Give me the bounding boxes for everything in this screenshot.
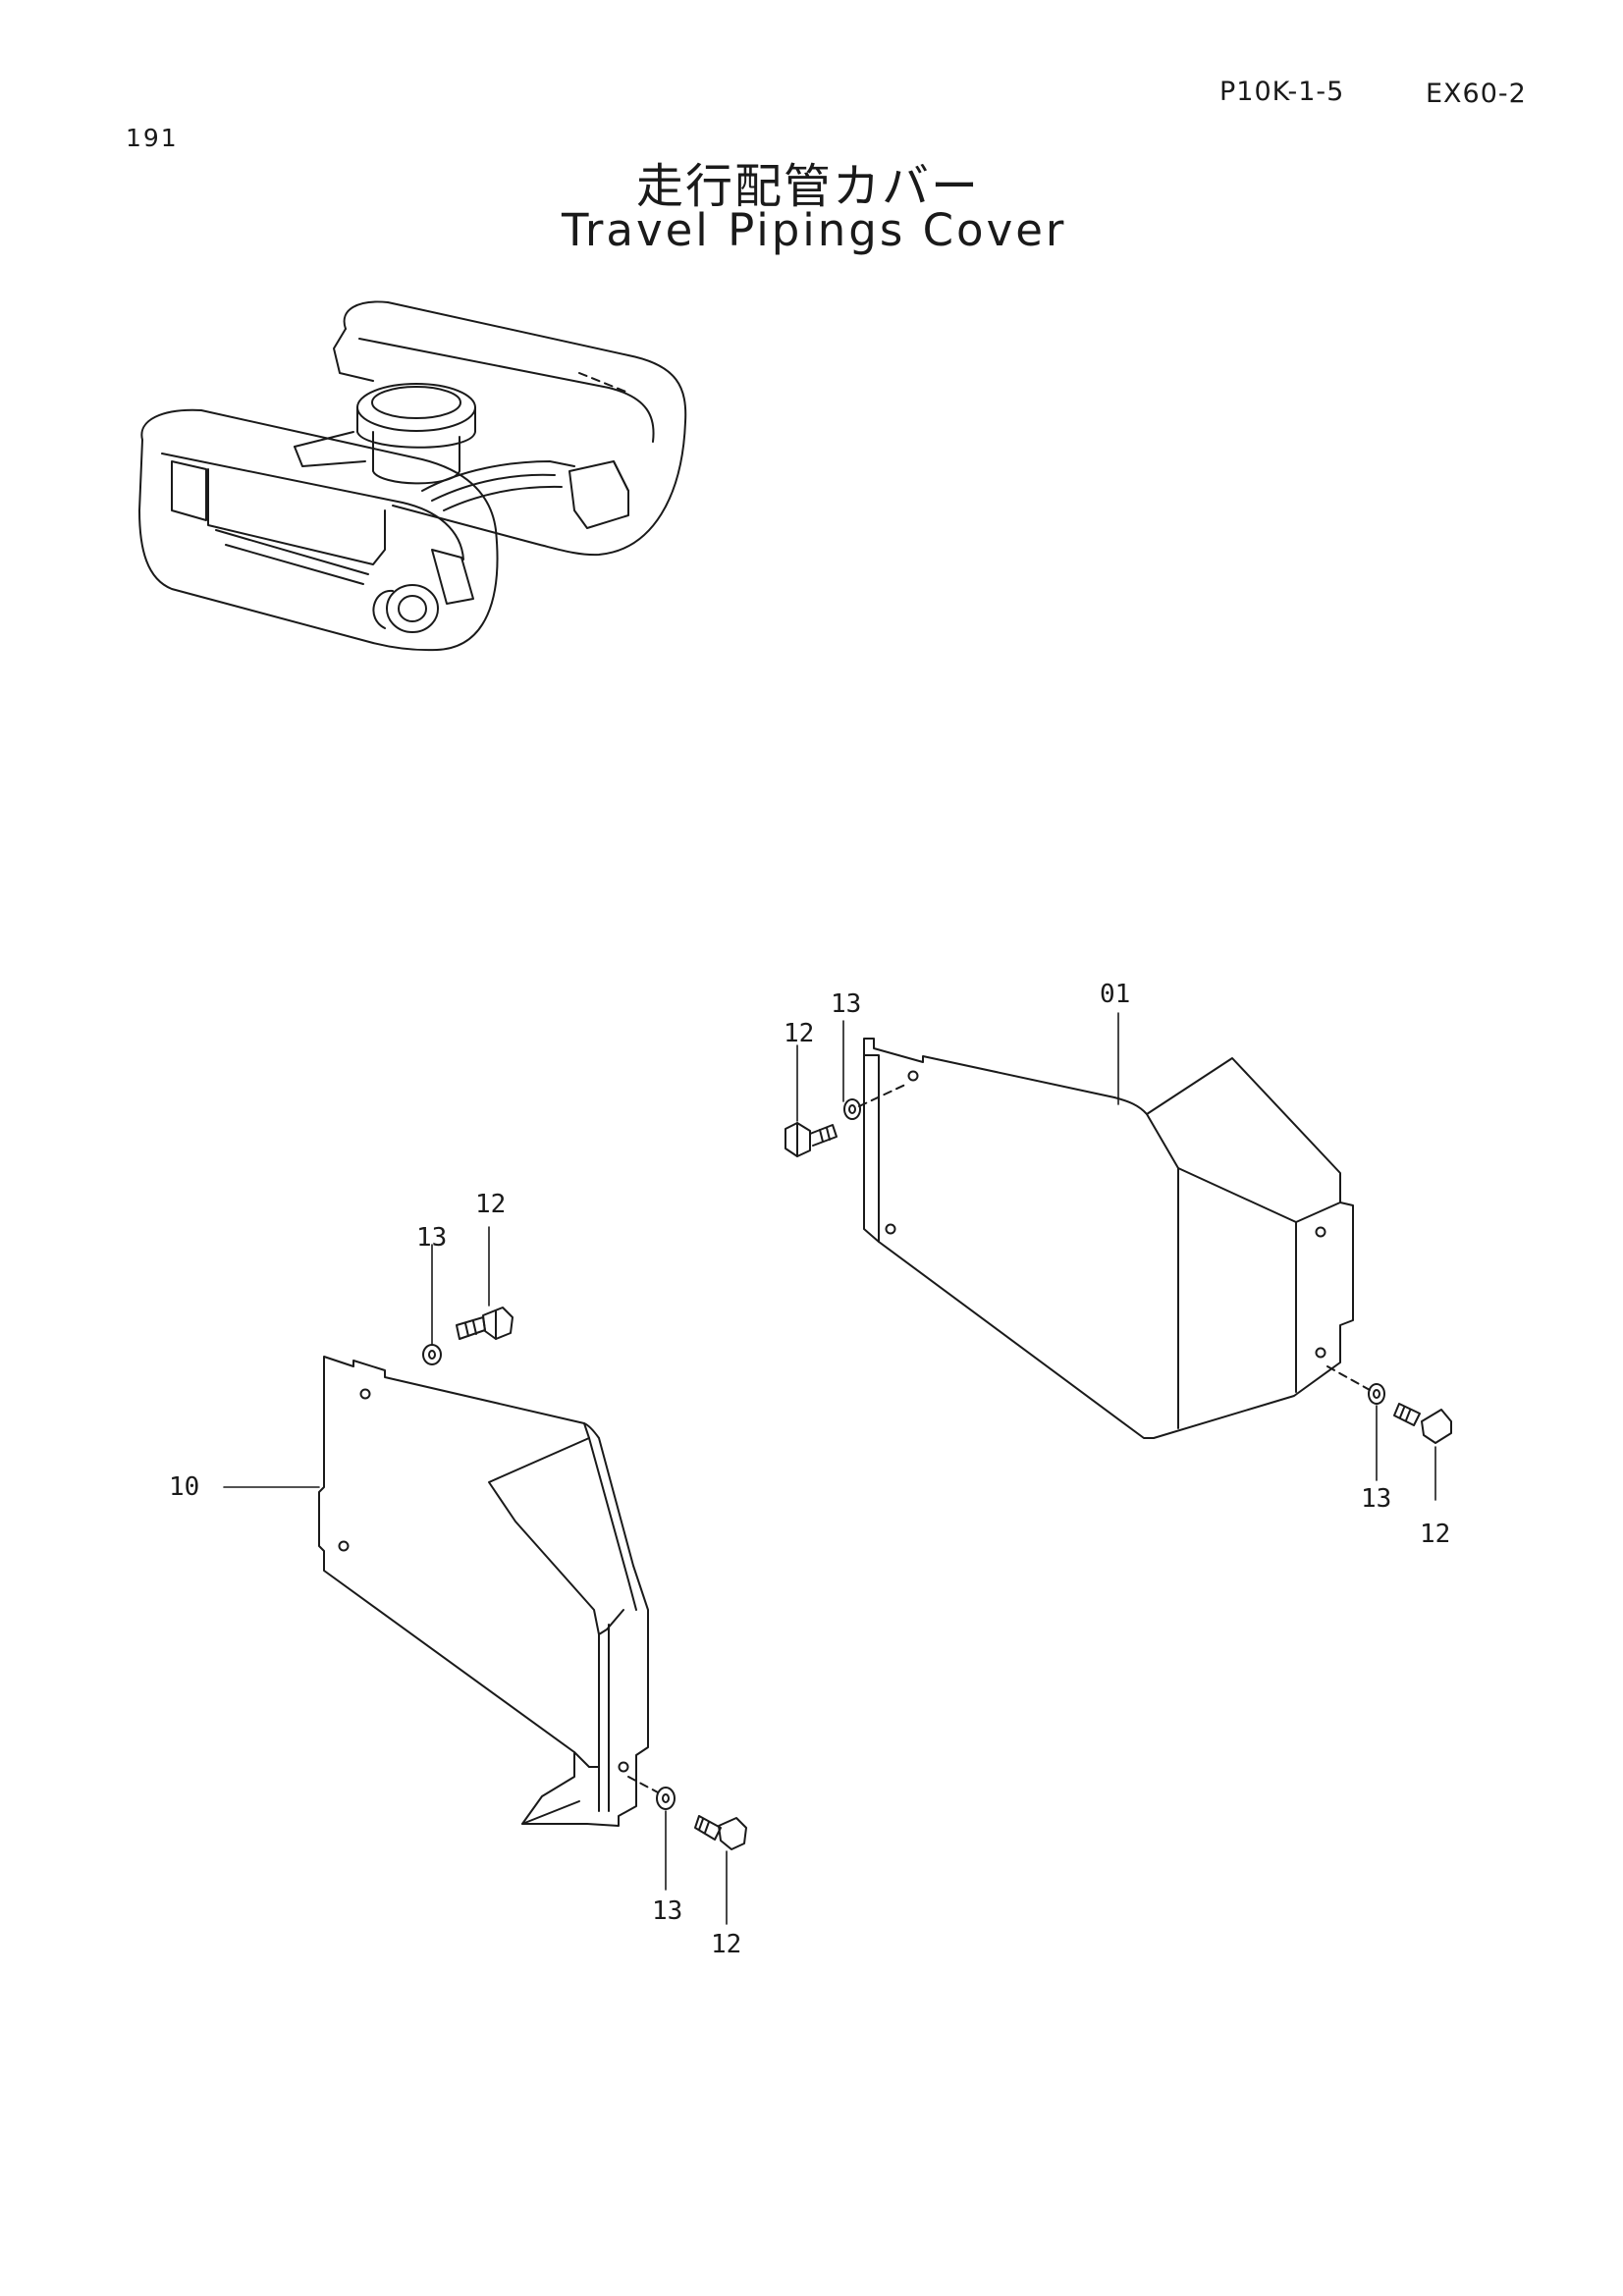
title-japanese: 走行配管カバー — [636, 159, 981, 214]
cover-01-drawing — [785, 1039, 1451, 1443]
callout-bolt-12-lower-bottom: 12 — [711, 1930, 742, 1959]
cover-10-drawing — [319, 1308, 746, 1849]
page-number: 191 — [126, 124, 179, 152]
callout-leader-lines — [224, 1013, 1435, 1924]
callout-washer-13-lower-bottom: 13 — [652, 1896, 683, 1926]
undercarriage-overview-illustration — [139, 301, 685, 650]
callout-bolt-12-upper-left: 12 — [784, 1019, 815, 1048]
callout-part-10: 10 — [169, 1472, 200, 1502]
callout-bolt-12-lower-top: 12 — [475, 1190, 507, 1219]
title-english: Travel Pipings Cover — [562, 204, 1067, 256]
callout-washer-13-upper-left: 13 — [831, 989, 862, 1019]
callout-washer-13-upper-right: 13 — [1361, 1484, 1392, 1514]
callout-part-01: 01 — [1100, 980, 1131, 1009]
callout-bolt-12-upper-right: 12 — [1420, 1520, 1451, 1549]
section-code: P10K-1-5 — [1219, 77, 1345, 107]
callout-washer-13-lower-top: 13 — [416, 1223, 448, 1253]
model-code: EX60-2 — [1426, 79, 1527, 109]
